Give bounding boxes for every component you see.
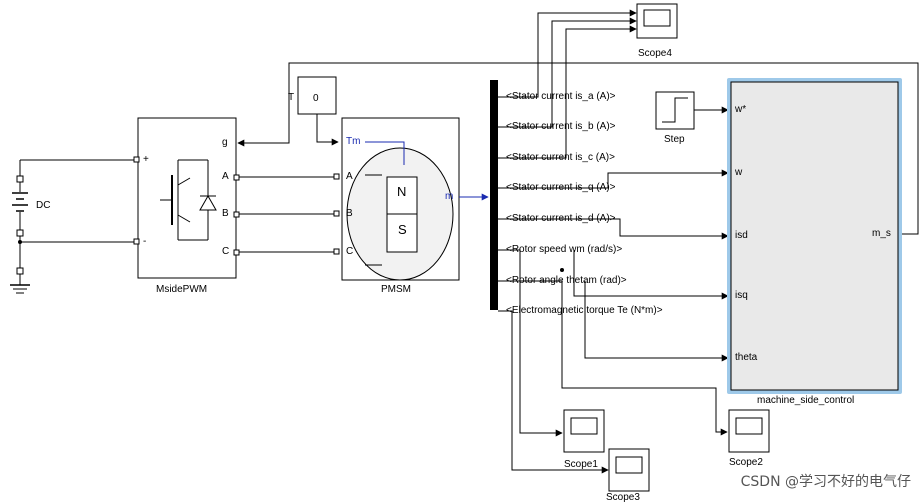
wire-const-to-tm (316, 114, 339, 146)
step-block[interactable] (655, 91, 695, 130)
controller-label: machine_side_control (757, 395, 855, 406)
bus-signal-item: <Stator current is_d (A)> (506, 213, 616, 224)
wires-to-lower-scopes (508, 249, 728, 474)
constant-value: 0 (313, 93, 319, 104)
dc-source[interactable] (12, 160, 28, 285)
inverter-port-plus: + (143, 154, 149, 165)
bus-signal-item: <Stator current is_c (A)> (506, 152, 615, 163)
controller-output-ms: m_s (872, 228, 891, 239)
inverter-port-minus: - (143, 236, 147, 247)
ground-symbol (10, 284, 30, 294)
scope2-block[interactable] (728, 409, 770, 453)
scope4-label: Scope4 (638, 48, 672, 59)
bus-signal-item: <Stator current is_b (A)> (506, 121, 616, 132)
scope1-label: Scope1 (564, 459, 598, 470)
wire-feedback-ms-to-g (237, 62, 919, 235)
bus-signal-item: <Stator current is_q (A)> (506, 182, 616, 193)
pmsm-port-tm: Tm (346, 136, 361, 147)
scope3-label: Scope3 (606, 492, 640, 503)
scope2-label: Scope2 (729, 457, 763, 468)
inverter-port-g: g (222, 137, 228, 148)
controller-input-w: w (735, 167, 743, 178)
step-label: Step (664, 134, 685, 145)
controller-input-wref: w* (735, 104, 747, 115)
bus-signal-item: <Rotor angle thetam (rad)> (506, 275, 627, 286)
pmsm-block[interactable] (333, 117, 460, 281)
inverter-label: MsidePWM (156, 284, 208, 295)
inverter-port-a: A (222, 171, 229, 182)
scope1-block[interactable] (563, 409, 605, 453)
pmsm-port-b: B (346, 208, 353, 219)
scope4-block[interactable] (636, 3, 678, 39)
scope3-block[interactable] (608, 448, 650, 492)
pmsm-port-a: A (346, 171, 353, 182)
inverter-port-b: B (222, 208, 229, 219)
pmsm-port-m: m (445, 191, 454, 202)
pmsm-port-c: C (346, 246, 354, 257)
bus-signal-item: <Stator current is_a (A)> (506, 91, 616, 102)
constant-block[interactable] (297, 76, 337, 115)
bus-signal-item: <Rotor speed wm (rad/s)> (506, 244, 623, 255)
controller-input-isq: isq (735, 290, 748, 301)
bus-signal-item: <Electromagnetic torque Te (N*m)> (506, 305, 663, 316)
watermark-text: CSDN @学习不好的电气仔 (740, 474, 911, 490)
pmsm-pole-s: S (398, 222, 407, 237)
igbt-diode-icon (160, 159, 217, 241)
pmsm-pole-n: N (397, 184, 407, 199)
wires-to-controller (508, 106, 729, 362)
bus-selector[interactable] (490, 80, 498, 310)
wires-to-scope4 (508, 9, 637, 159)
controller-input-theta: theta (735, 352, 758, 363)
controller-input-isd: isd (735, 230, 748, 241)
controller-subsystem[interactable] (727, 78, 902, 394)
dc-label: DC (36, 200, 51, 211)
inverter-port-c: C (222, 246, 230, 257)
bus-output-wires (498, 96, 508, 312)
goto-label: T (288, 92, 295, 103)
pmsm-label: PMSM (381, 284, 411, 295)
